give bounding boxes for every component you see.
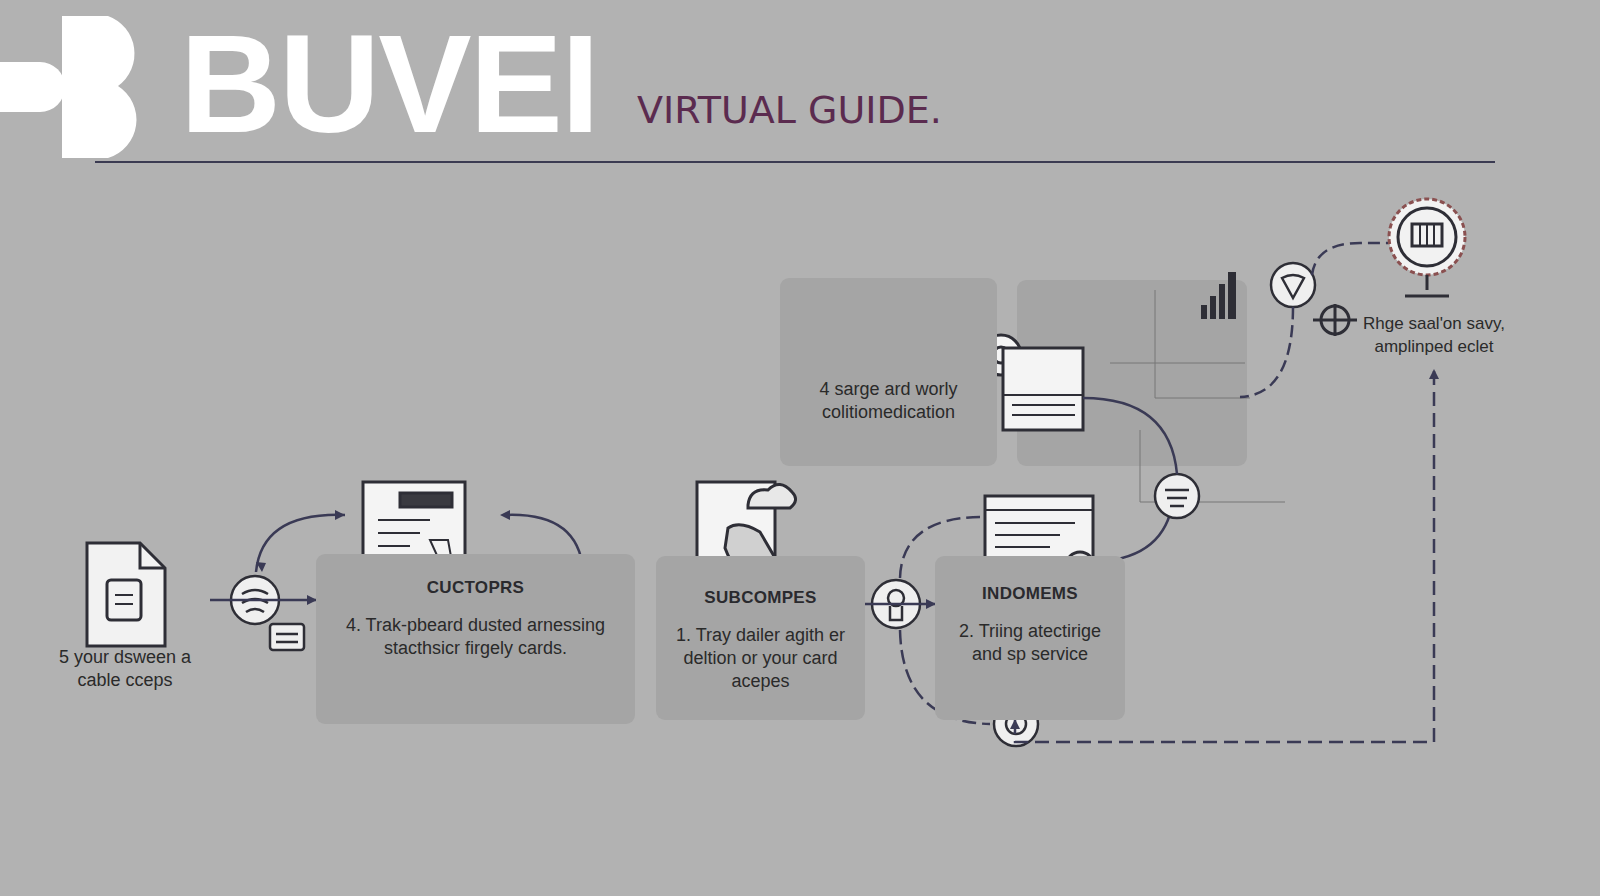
brand-wordmark: BUVEI: [180, 14, 598, 154]
process-panel: 4 sarge ard worly colitiomedication: [780, 278, 997, 466]
form-icon-part: [400, 493, 452, 507]
panel-grid-part: [1110, 363, 1245, 364]
node-text: Rhge saal'on savy, amplinped eclet: [1358, 312, 1510, 358]
node-text: 1. Tray dailer agith er deltion or your …: [664, 624, 857, 693]
node-heading: SUBCOMPES: [664, 588, 857, 608]
bar-chart-icon-part: [1201, 305, 1207, 319]
diagram-title: VIRTUAL GUIDE.: [637, 88, 942, 132]
result-node: Rhge saal'on savy, amplinped eclet: [1350, 312, 1518, 366]
node-text: 2. Triing atectirige and sp service: [943, 620, 1117, 666]
document-icon-part: [115, 595, 133, 604]
document-node: 5 your dsween a cable cceps: [40, 530, 210, 704]
dashed-wire: [1312, 243, 1388, 275]
circle-icon-part: [276, 634, 298, 642]
circle-icon-part: [1271, 263, 1315, 307]
crosshair-icon: [1313, 304, 1357, 336]
hand-tablet-icon-part: [748, 484, 796, 508]
form-icon-part: [378, 520, 430, 546]
process-panel: INDOMEMS 2. Triing atectirige and sp serv…: [935, 556, 1125, 720]
bar-chart-icon-part: [1219, 284, 1225, 319]
logo-mark-part: [0, 62, 65, 112]
bar-chart-icon-part: [1228, 272, 1236, 319]
node-text: 5 your dsween a cable cceps: [48, 646, 202, 692]
connector: [865, 603, 935, 606]
circle-icon: [1271, 263, 1315, 307]
node-text: 4. Trak-pbeard dusted arnessing stacthsi…: [324, 614, 627, 660]
globe-icon-part: [1412, 224, 1442, 246]
circle-icon-part: [270, 624, 304, 650]
document-icon-part: [140, 543, 165, 568]
bar-chart-icon: [1201, 272, 1236, 319]
logo-mark: [0, 16, 136, 158]
bar-chart-icon-part: [1210, 296, 1216, 319]
laptop-icon-part: [1003, 395, 1083, 415]
globe-icon-part: [1420, 224, 1434, 246]
dashed-wire: [1240, 307, 1293, 397]
globe-icon-part: [1389, 199, 1465, 275]
document-icon: [87, 543, 165, 646]
screen-icon-part: [985, 510, 1093, 547]
globe-icon-part: [1398, 208, 1456, 266]
process-panel: CUCTOPRS 4. Trak-pbeard dusted arnessing …: [316, 554, 635, 724]
crosshair-icon-part: [1313, 304, 1357, 336]
curved-wire: [1083, 398, 1177, 474]
circle-icon-part: [890, 606, 902, 620]
panel-grid: [1110, 290, 1285, 502]
circle-icon-part: [1165, 490, 1189, 506]
logo-mark-part: [62, 16, 136, 158]
circle-icon-part: [1282, 275, 1304, 298]
node-heading: INDOMEMS: [943, 584, 1117, 604]
document-icon-part: [87, 543, 165, 646]
document-icon-part: [107, 580, 141, 620]
node-text: 4 sarge ard worly colitiomedication: [788, 378, 989, 424]
globe-icon-part: [1405, 275, 1449, 296]
globe-icon: [1389, 199, 1465, 296]
node-heading: CUCTOPRS: [324, 578, 627, 598]
laptop-icon-part: [1003, 348, 1083, 430]
process-panel: SUBCOMPES 1. Tray dailer agith er deltion…: [656, 556, 865, 720]
circle-icon: [231, 576, 304, 650]
circle-icon-part: [1155, 474, 1199, 518]
header-rule: [95, 161, 1495, 163]
connector: [210, 599, 316, 602]
